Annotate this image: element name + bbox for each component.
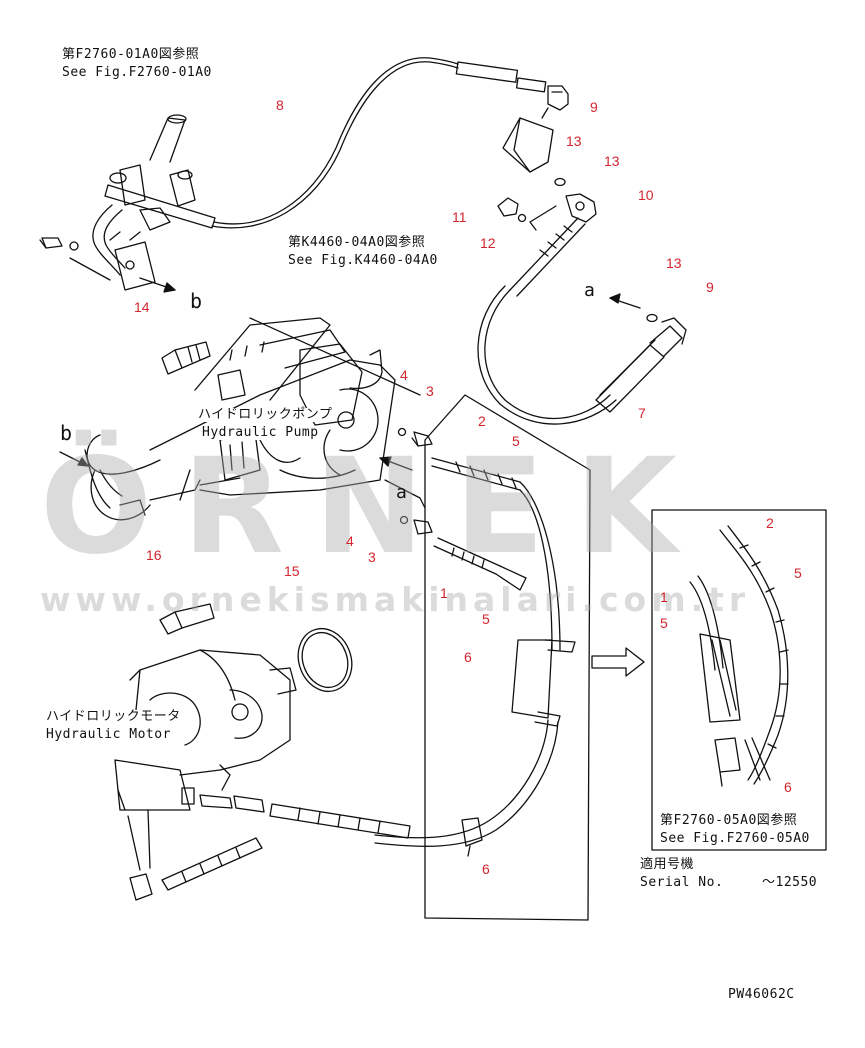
o-ring-13-right	[646, 313, 658, 323]
fittings-10-11-12	[497, 193, 597, 231]
callout-16: 16	[146, 547, 162, 563]
motor-label-en: Hydraulic Motor	[46, 727, 171, 742]
arrow-a-label-lower: a	[396, 482, 408, 503]
detail-callout-5-right: 5	[794, 565, 802, 581]
protector-6	[374, 639, 576, 857]
detail-callout-6: 6	[784, 779, 792, 795]
callout-4-lower: 4	[346, 533, 354, 549]
fittings-3-4-lower	[399, 515, 433, 535]
callout-15: 15	[284, 563, 300, 579]
arrow-b-label-upper: b	[190, 289, 203, 313]
fittings-3-4-upper	[397, 427, 433, 447]
hose-7	[477, 217, 687, 425]
detail-callout-2: 2	[766, 515, 774, 531]
transition-arrow	[591, 647, 645, 677]
motor-label-jp: ハイドロリックモータ	[46, 709, 181, 724]
block-13	[502, 107, 566, 187]
callout-4-upper: 4	[400, 367, 408, 383]
motor-hose-lower	[127, 794, 411, 901]
pump-label-jp: ハイドロリックポンプ	[198, 407, 333, 422]
ref-middle-en: See Fig.K4460-04A0	[288, 253, 438, 268]
figure-code: PW46062C	[728, 987, 795, 1002]
serial-label-en: Serial No.	[640, 875, 724, 890]
callout-6-upper: 6	[464, 649, 472, 665]
arrow-b-pump	[59, 451, 89, 467]
serial-label-jp: 適用号機	[640, 857, 695, 872]
ref-middle-jp: 第K4460-04A0図参照	[288, 235, 426, 250]
pump-label-en: Hydraulic Pump	[202, 425, 319, 440]
serial-range: ～12550	[762, 875, 818, 890]
callout-3-lower: 3	[368, 549, 376, 565]
callout-7: 7	[638, 405, 646, 421]
hydraulic-pump	[84, 317, 421, 521]
callout-8: 8	[276, 97, 284, 113]
bolt-16	[159, 603, 215, 635]
callout-9-right: 9	[706, 279, 714, 295]
detail-box-right	[651, 509, 827, 851]
callout-14: 14	[134, 299, 150, 315]
detail-callout-5-left: 5	[660, 615, 668, 631]
callout-3-upper: 3	[426, 383, 434, 399]
callout-13-top: 13	[566, 133, 582, 149]
group-outline-center	[424, 394, 591, 921]
ref-right-jp: 第F2760-05A0図参照	[660, 813, 798, 828]
ref-right-en: See Fig.F2760-05A0	[660, 831, 810, 846]
callout-1: 1	[440, 585, 448, 601]
hose-2-with-sleeve-5	[431, 457, 561, 651]
callout-10: 10	[638, 187, 654, 203]
arrow-a-label-upper: a	[584, 280, 596, 301]
arrow-to-pump-port	[379, 456, 426, 509]
pipe-assembly-upper-left	[39, 114, 216, 291]
ref-top-left-jp: 第F2760-01A0図参照	[62, 47, 200, 62]
callout-12: 12	[480, 235, 496, 251]
callout-11: 11	[452, 209, 467, 225]
detail-callout-1: 1	[660, 589, 668, 605]
elbow-fitting-9-top	[547, 85, 569, 111]
o-ring-15	[297, 627, 353, 693]
hydraulic-motor	[114, 649, 297, 811]
bolt-14	[161, 341, 211, 375]
callout-5-upper: 5	[512, 433, 520, 449]
hose-1-with-sleeve-5	[433, 537, 527, 591]
callout-2: 2	[478, 413, 486, 429]
callout-13-right: 13	[666, 255, 682, 271]
callout-9-top: 9	[590, 99, 598, 115]
ref-top-left-en: See Fig.F2760-01A0	[62, 65, 212, 80]
callout-13-mid: 13	[604, 153, 620, 169]
arrow-b-upper	[139, 277, 176, 293]
callout-6-lower: 6	[482, 861, 490, 877]
hose-8	[211, 57, 547, 229]
arrow-a-upper	[609, 293, 641, 309]
arrow-b-label-pump: b	[60, 421, 73, 445]
callout-5-lower: 5	[482, 611, 490, 627]
